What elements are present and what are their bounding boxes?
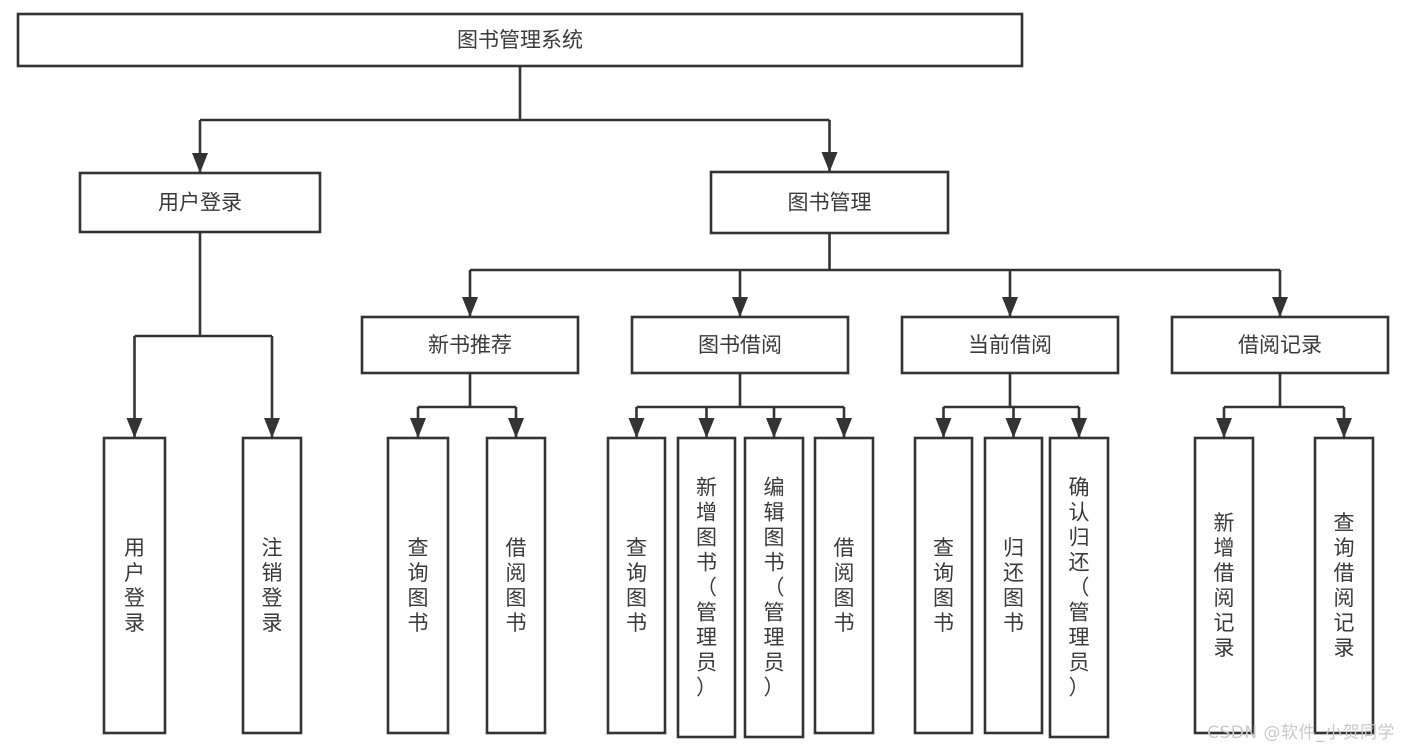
node-root[interactable]: 图书管理系统: [16, 12, 1024, 68]
node-label-leaf-query-record: 查询借阅记录: [1334, 511, 1355, 660]
node-box-leaf-logout: [241, 436, 303, 735]
node-box-new-book-rec: [360, 315, 580, 375]
node-box-root: [16, 12, 1024, 68]
arrow-head-leaf_user_login: [126, 418, 143, 438]
node-box-leaf-user-login: [102, 436, 167, 735]
node-label-leaf-return-book: 归还图书: [1003, 536, 1024, 635]
node-box-leaf-confirm-return: [1048, 436, 1110, 739]
node-box-book-manage: [709, 170, 950, 235]
node-leaf-user-login[interactable]: 用户登录: [102, 436, 167, 735]
node-book-manage[interactable]: 图书管理: [709, 170, 950, 235]
node-user-login[interactable]: 用户登录: [78, 171, 322, 234]
node-label-leaf-query-book-2: 查询图书: [626, 536, 647, 635]
node-label-user-login: 用户登录: [158, 191, 242, 215]
node-label-leaf-add-book: 新增图书（管理员）: [696, 476, 717, 700]
node-box-borrow-record: [1170, 315, 1390, 375]
node-new-book-rec[interactable]: 新书推荐: [360, 315, 580, 375]
node-label-leaf-borrow-book-1: 借阅图书: [506, 536, 527, 635]
node-label-book-borrow: 图书借阅: [698, 333, 782, 357]
connector-layer: [126, 66, 1352, 438]
node-label-book-manage: 图书管理: [788, 191, 872, 215]
node-label-root: 图书管理系统: [457, 28, 583, 52]
node-box-user-login: [78, 171, 322, 234]
node-leaf-query-book-2[interactable]: 查询图书: [606, 436, 667, 735]
node-box-leaf-borrow-book-2: [813, 436, 875, 735]
arrow-head-leaf_query_record: [1336, 418, 1352, 438]
arrow-head-leaf_query_book_1: [410, 418, 426, 438]
watermark-label: CSDN @软件_小贺同学: [1207, 723, 1395, 743]
node-box-leaf-borrow-book-1: [485, 436, 547, 735]
node-label-current-borrow: 当前借阅: [968, 333, 1052, 357]
arrow-head-leaf_add_record: [1216, 418, 1232, 438]
node-leaf-query-book-1[interactable]: 查询图书: [386, 436, 450, 735]
node-box-leaf-query-book-1: [386, 436, 450, 735]
arrow-head-leaf_query_book_2: [628, 418, 645, 438]
node-box-current-borrow: [900, 315, 1120, 375]
node-label-leaf-edit-book: 编辑图书（管理员）: [764, 476, 785, 700]
arrow-head-book_manage: [821, 152, 838, 172]
arrow-head-borrow_record: [1272, 297, 1288, 317]
node-leaf-borrow-book-2[interactable]: 借阅图书: [813, 436, 875, 735]
node-leaf-query-record[interactable]: 查询借阅记录: [1313, 436, 1375, 735]
node-label-borrow-record: 借阅记录: [1238, 333, 1322, 357]
arrow-head-new_book_rec: [462, 297, 478, 317]
node-label-leaf-user-login: 用户登录: [124, 536, 145, 635]
arrow-head-leaf_return_book: [1005, 418, 1022, 438]
arrow-head-current_borrow: [1002, 297, 1018, 317]
node-label-leaf-query-book-1: 查询图书: [408, 536, 429, 635]
node-box-leaf-return-book: [983, 436, 1044, 735]
node-leaf-return-book[interactable]: 归还图书: [983, 436, 1044, 735]
node-box-leaf-query-book-3: [913, 436, 974, 735]
arrow-head-leaf_query_book_3: [935, 418, 952, 438]
node-leaf-query-book-3[interactable]: 查询图书: [913, 436, 974, 735]
node-label-leaf-add-record: 新增借阅记录: [1214, 511, 1235, 660]
arrow-head-leaf_borrow_book_2: [836, 418, 852, 438]
arrow-head-leaf_edit_book: [766, 418, 782, 438]
node-box-book-borrow: [630, 315, 850, 375]
node-leaf-logout[interactable]: 注销登录: [241, 436, 303, 735]
node-box-leaf-add-book: [676, 436, 737, 739]
node-borrow-record[interactable]: 借阅记录: [1170, 315, 1390, 375]
node-label-new-book-rec: 新书推荐: [428, 333, 512, 357]
node-box-leaf-edit-book: [743, 436, 805, 739]
node-book-borrow[interactable]: 图书借阅: [630, 315, 850, 375]
node-box-leaf-query-record: [1313, 436, 1375, 735]
node-box-leaf-query-book-2: [606, 436, 667, 735]
arrow-head-user_login: [192, 153, 208, 173]
node-box-leaf-add-record: [1193, 436, 1255, 735]
node-leaf-borrow-book-1[interactable]: 借阅图书: [485, 436, 547, 735]
node-label-leaf-logout: 注销登录: [262, 536, 283, 635]
node-label-leaf-confirm-return: 确认归还（管理员）: [1069, 476, 1090, 700]
node-layer: 图书管理系统用户登录图书管理新书推荐图书借阅当前借阅借阅记录用户登录注销登录查询…: [16, 12, 1390, 739]
node-label-leaf-borrow-book-2: 借阅图书: [834, 536, 855, 635]
node-leaf-confirm-return[interactable]: 确认归还（管理员）: [1048, 436, 1110, 739]
node-leaf-edit-book[interactable]: 编辑图书（管理员）: [743, 436, 805, 739]
arrow-head-leaf_logout: [264, 418, 280, 438]
node-leaf-add-book[interactable]: 新增图书（管理员）: [676, 436, 737, 739]
arrow-head-leaf_borrow_book_1: [508, 418, 524, 438]
node-leaf-add-record[interactable]: 新增借阅记录: [1193, 436, 1255, 735]
node-current-borrow[interactable]: 当前借阅: [900, 315, 1120, 375]
node-label-leaf-query-book-3: 查询图书: [933, 536, 954, 635]
arrow-head-leaf_add_book: [698, 418, 715, 438]
arrow-head-leaf_confirm_return: [1071, 418, 1087, 438]
arrow-head-book_borrow: [732, 297, 748, 317]
